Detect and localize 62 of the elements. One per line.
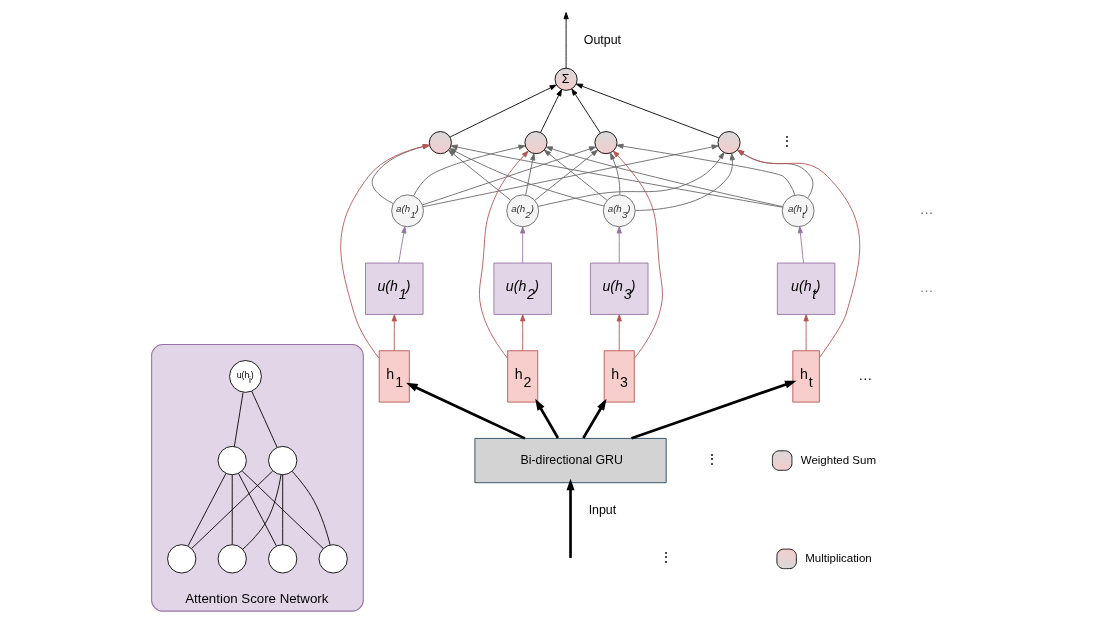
arrow bbox=[563, 12, 569, 69]
legend-label: Weighted Sum bbox=[800, 453, 877, 466]
node-circle bbox=[594, 131, 618, 155]
node-circle bbox=[268, 445, 298, 476]
edge-label: Output bbox=[583, 33, 621, 48]
arrow bbox=[616, 226, 622, 264]
arrow bbox=[406, 382, 526, 440]
node-circle bbox=[217, 445, 247, 476]
arrow bbox=[634, 153, 735, 211]
arrow bbox=[631, 380, 797, 440]
edge-label: Input bbox=[588, 503, 617, 518]
label: ⋮ bbox=[779, 132, 794, 149]
arrow bbox=[616, 143, 796, 196]
arrow bbox=[571, 88, 601, 134]
legend-label: Multiplication bbox=[805, 551, 872, 564]
connector bbox=[291, 470, 331, 546]
connector bbox=[241, 470, 324, 549]
arrow bbox=[543, 149, 608, 201]
arrow bbox=[797, 226, 804, 264]
node-circle bbox=[717, 131, 741, 155]
connector bbox=[187, 473, 227, 547]
arrow bbox=[610, 152, 621, 196]
arrow bbox=[478, 150, 529, 359]
connector bbox=[282, 474, 284, 545]
arrow bbox=[448, 149, 511, 201]
node-circle bbox=[167, 544, 197, 574]
arrow bbox=[803, 314, 809, 352]
connector bbox=[231, 474, 233, 545]
arrow bbox=[398, 226, 407, 264]
arrow bbox=[449, 148, 605, 207]
arrow bbox=[575, 83, 720, 139]
arrow bbox=[540, 89, 562, 133]
node-circle: Σ bbox=[554, 67, 578, 91]
arrow bbox=[737, 149, 861, 358]
arrow bbox=[582, 398, 607, 439]
connector bbox=[251, 390, 278, 448]
node-box: Bi-directional GRU bbox=[474, 437, 667, 484]
node-circle bbox=[268, 544, 298, 574]
node-circle bbox=[318, 544, 348, 574]
arrow bbox=[449, 84, 557, 138]
label: … bbox=[858, 366, 873, 383]
arrow bbox=[520, 314, 526, 352]
arrow bbox=[525, 153, 536, 196]
arrow bbox=[616, 314, 622, 352]
arrow bbox=[537, 152, 725, 207]
node-circle bbox=[524, 131, 548, 155]
arrow bbox=[391, 314, 397, 352]
arrow bbox=[535, 398, 560, 439]
arrow bbox=[450, 144, 783, 208]
arrow bbox=[534, 149, 599, 201]
node-circle bbox=[428, 131, 452, 155]
label: … bbox=[919, 201, 934, 218]
arrow bbox=[566, 478, 575, 558]
label: … bbox=[919, 279, 934, 296]
label: ⋮ bbox=[659, 549, 674, 566]
node-circle bbox=[217, 544, 247, 574]
label: ⋮ bbox=[705, 450, 720, 467]
arrow bbox=[545, 146, 784, 208]
arrow bbox=[520, 226, 526, 264]
connector bbox=[233, 392, 244, 447]
arrow bbox=[612, 150, 663, 359]
connector bbox=[191, 470, 274, 549]
